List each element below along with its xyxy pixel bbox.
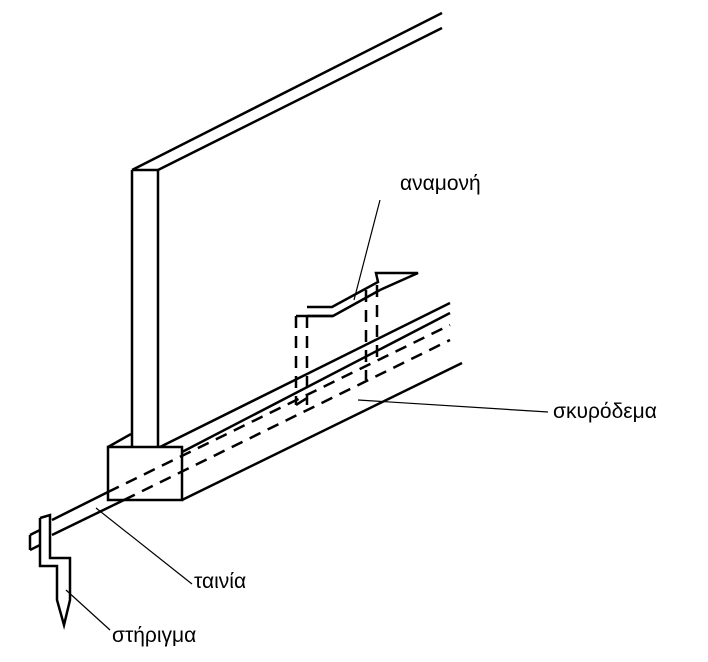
wall — [130, 11, 443, 447]
footing-block — [106, 432, 184, 502]
leader-support — [65, 589, 111, 631]
leader-strip — [95, 507, 193, 585]
label-strip: ταινία — [194, 570, 247, 593]
leader-starter-bars — [353, 199, 381, 301]
concrete-beam — [159, 301, 463, 502]
label-support: στήριγμα — [112, 624, 197, 647]
label-starter-bars: αναμονή — [400, 172, 481, 195]
strip-bar — [28, 323, 451, 552]
label-concrete: σκυρόδεμα — [553, 400, 657, 423]
starter-bars — [294, 271, 419, 407]
support-stake — [38, 513, 72, 630]
leader-concrete — [357, 399, 549, 413]
